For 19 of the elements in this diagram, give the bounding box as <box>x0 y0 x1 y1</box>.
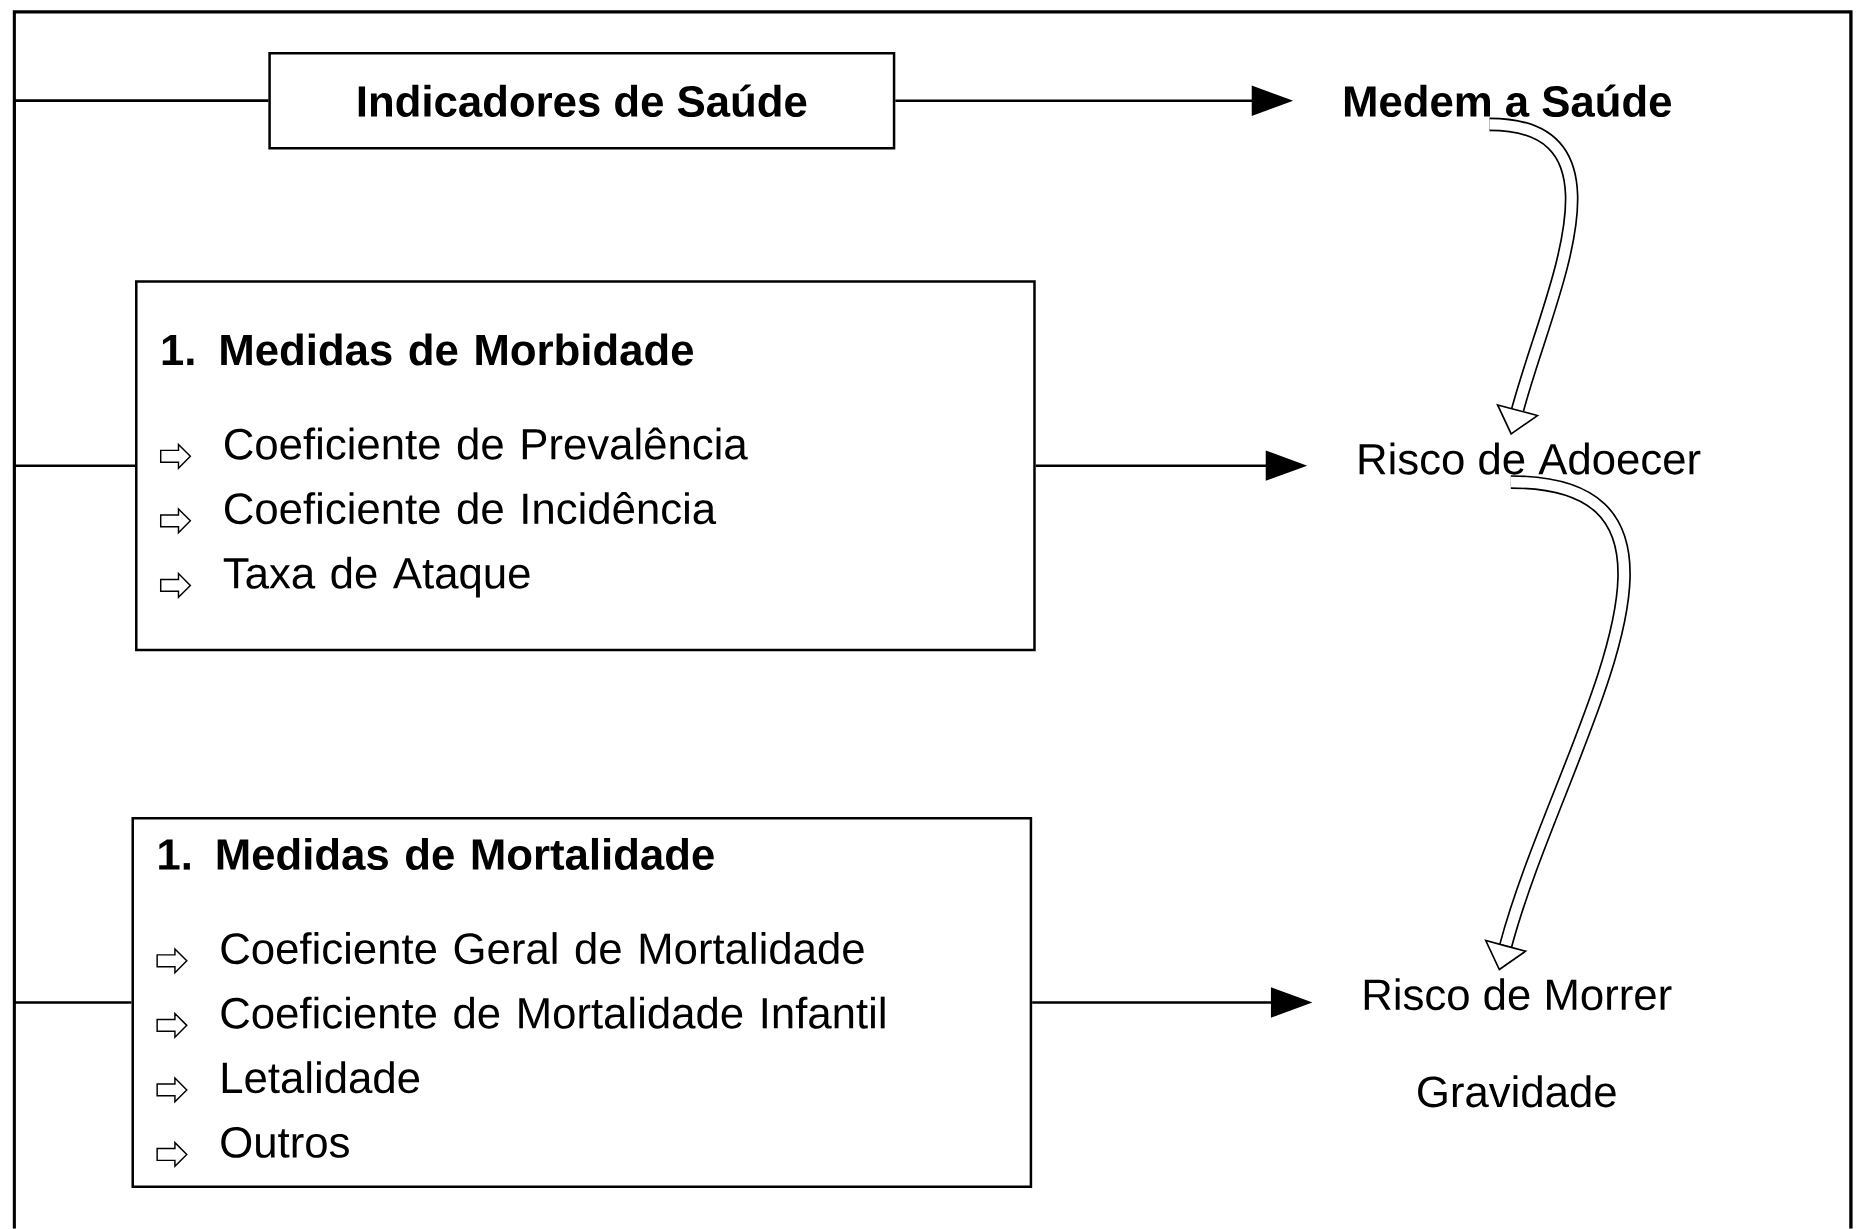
label-text: Risco de Adoecer <box>1359 442 1701 475</box>
label-text: Risco de Morrer <box>1364 978 1672 1011</box>
box-heading: 1. Medidas de Mortalidade <box>159 838 714 871</box>
list-item: Coeficiente Geral de Mortalidade <box>221 932 864 965</box>
list-box <box>131 817 1033 1189</box>
list-item: Outros <box>221 1127 349 1158</box>
box-title: Indicadores de Saúde <box>358 84 807 118</box>
curved-arrow <box>1484 475 1631 971</box>
box-heading: 1. Medidas de Morbidade <box>162 333 694 366</box>
list-item: Coeficiente de Prevalência <box>225 427 748 460</box>
list-box <box>135 280 1036 652</box>
list-item: Coeficiente de Incidência <box>225 492 717 525</box>
list-item: Coeficiente de Mortalidade Infantil <box>221 996 885 1029</box>
label-text: Gravidade <box>1418 1075 1616 1108</box>
list-item: Letalidade <box>222 1061 420 1094</box>
label-text: Medem a Saúde <box>1344 84 1671 118</box>
title-box <box>268 52 896 150</box>
list-item: Taxa de Ataque <box>223 556 530 598</box>
connector-line <box>13 99 269 1004</box>
